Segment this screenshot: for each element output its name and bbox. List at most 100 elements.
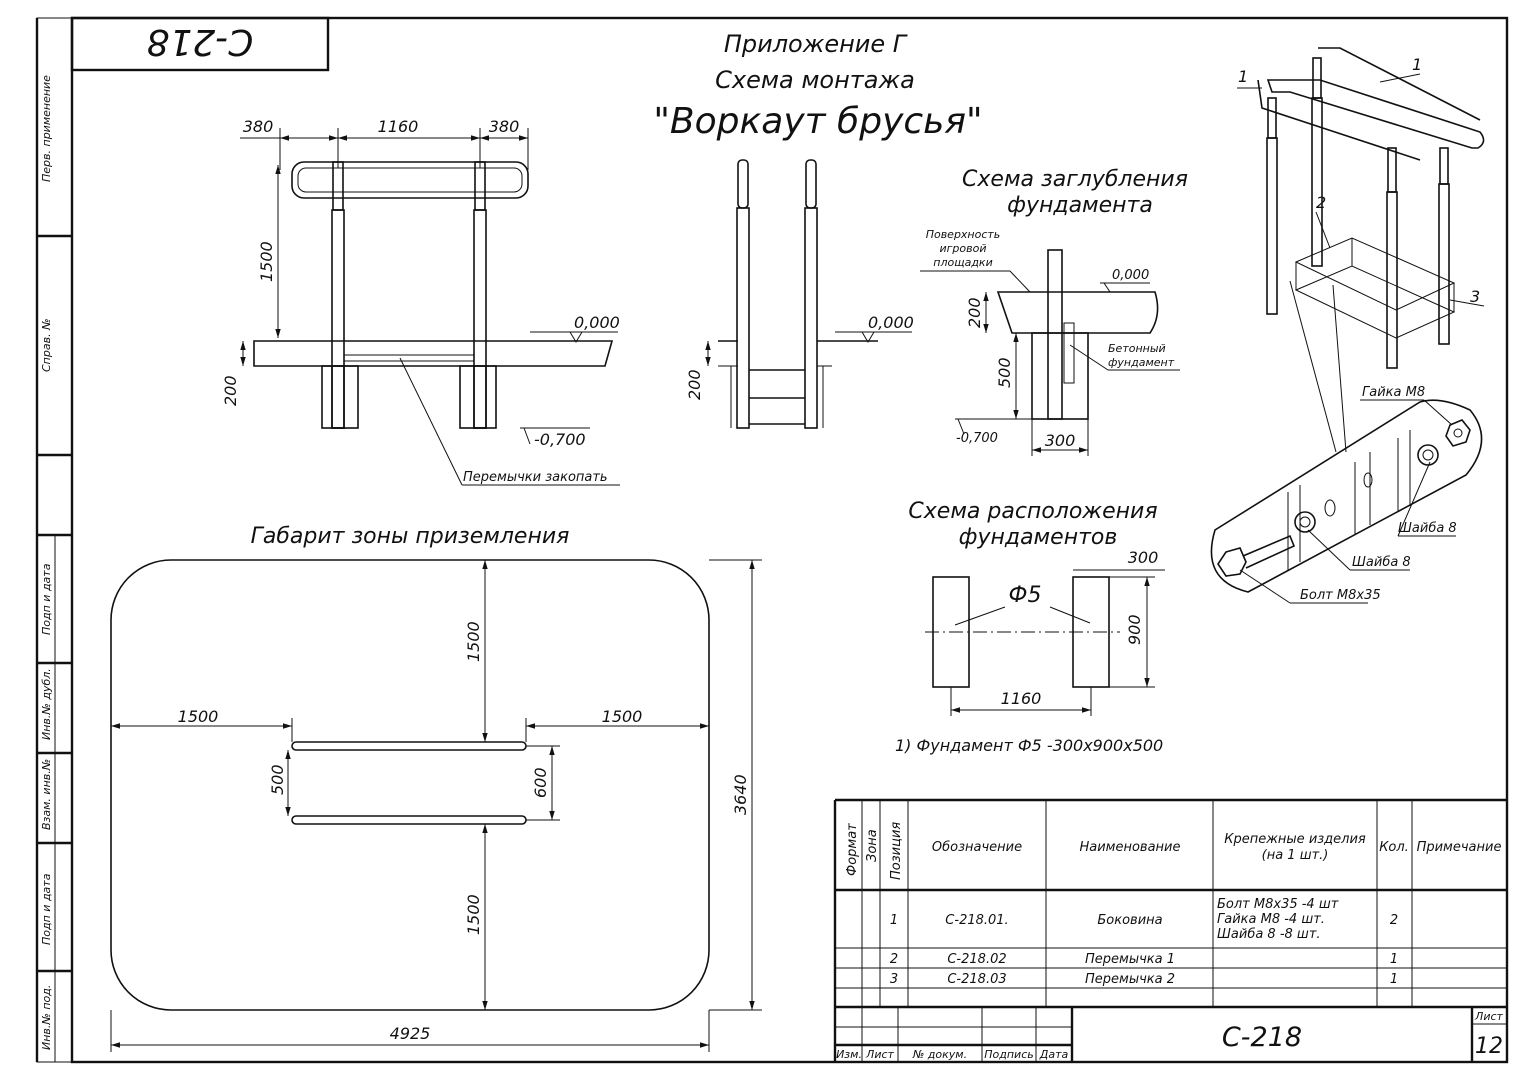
lz-dim-1500-right: 1500 [602,707,643,726]
lz-dim-1500-top: 1500 [464,621,483,662]
depth-scheme: Схема заглубления фундамента Поверхность… [920,167,1188,456]
row2-designation: С-218.02 [947,952,1006,967]
tb-label-date: Дата [1039,1048,1069,1061]
table-row: 1 С-218.01. Боковина Болт М8х35 -4 шт Га… [890,897,1398,942]
col-note: Примечание [1417,840,1502,855]
row2-pos: 2 [890,952,898,967]
table-row: 3 С-218.03 Перемычка 2 1 [890,972,1398,987]
bar-bottom [291,815,527,825]
label-washer-lower: Шайба 8 [1352,555,1411,570]
row1-qty: 2 [1390,913,1398,928]
side-label-replace-inv: Взам. инв.№ [40,759,53,830]
product-title: "Воркаут брусья" [653,101,982,142]
side-label-ref-no: Справ. № [40,318,53,372]
side-dim-200: 200 [685,369,704,400]
layout-title-2: фундаментов [959,525,1118,550]
row3-designation: С-218.03 [947,972,1006,987]
foundation-mark: Ф5 [1009,583,1042,608]
concrete-label-1: Бетонный [1108,342,1166,355]
tb-sheet-number: 12 [1475,1034,1503,1059]
surface-label-2: игровой [939,242,986,255]
tb-label-sheet: Лист [865,1048,894,1061]
tb-sheet-label: Лист [1474,1010,1503,1023]
table-row: 2 С-218.02 Перемычка 1 1 [890,952,1398,967]
lz-dim-1500-bottom: 1500 [464,894,483,935]
tb-label-signature: Подпись [984,1048,1033,1061]
col-name: Наименование [1079,840,1180,855]
col-format: Формат [845,823,860,876]
row1-name: Боковина [1097,913,1162,928]
layout-dim-900: 900 [1125,614,1144,645]
col-zone: Зона [865,829,880,862]
foundation-note: 1) Фундамент Ф5 -300х900х500 [895,736,1163,755]
surface-label-3: площадки [933,256,992,269]
col-position: Позиция [889,822,904,880]
scheme-title: Схема монтажа [715,66,915,94]
label-nut-m8: Гайка М8 [1362,385,1425,400]
row2-name: Перемычка 1 [1085,952,1175,967]
dim-380-right: 380 [489,117,520,136]
row3-name: Перемычка 2 [1085,972,1175,987]
dim-1160: 1160 [378,117,419,136]
landing-outline [110,559,710,1011]
row1-designation: С-218.01. [945,913,1008,928]
spec-table: Формат Зона Позиция Обозначение Наименов… [833,798,1507,1062]
tb-label-docno: № докум. [912,1048,967,1061]
depth-level-top: 0,000 [1112,268,1149,283]
dim-200: 200 [221,375,240,406]
side-label-sign-date-2: Подп и дата [40,873,53,945]
layout-title-1: Схема расположения [908,499,1157,524]
side-level-top: 0,000 [868,313,914,332]
side-label-orig-inv: Инв.№ под. [40,985,53,1050]
title-block: Изм. Лист № докум. Подпись Дата С-218 Ли… [835,1005,1507,1062]
depth-level-bottom: -0,700 [956,431,998,446]
depth-dim-500: 500 [995,357,1014,388]
lz-dim-500: 500 [268,764,287,795]
row3-qty: 1 [1390,972,1398,987]
label-washer-upper: Шайба 8 [1398,521,1457,536]
level-bottom: -0,700 [534,430,586,449]
row1-fastener-2: Гайка М8 -4 шт. [1217,912,1325,927]
row3-pos: 3 [890,972,898,987]
lz-dim-600: 600 [531,767,550,798]
side-label-sign-date-1: Подп и дата [40,563,53,635]
lz-dim-1500-left: 1500 [178,707,219,726]
col-designation: Обозначение [932,840,1022,855]
label-bolt-m8x35: Болт М8х35 [1300,588,1381,603]
tb-label-change: Изм. [836,1048,862,1061]
col-fasteners-sub: (на 1 шт.) [1262,848,1329,863]
row2-qty: 1 [1390,952,1398,967]
landing-title: Габарит зоны приземления [251,524,570,549]
stamp-box [70,16,330,72]
isometric-view: 1 1 2 3 [1237,47,1485,453]
iso-pos-1-left: 1 [1238,67,1248,86]
foundation-layout: Схема расположения фундаментов Ф5 300 90… [895,499,1165,755]
side-view: 200 0,000 [685,159,914,429]
row1-fastener-1: Болт М8х35 -4 шт [1217,897,1339,912]
col-qty: Кол. [1379,840,1409,855]
depth-title-2: фундамента [1007,193,1153,218]
row1-fastener-3: Шайба 8 -8 шт. [1217,927,1321,942]
level-top: 0,000 [574,313,620,332]
bar-top [291,741,527,751]
iso-pos-3: 3 [1470,287,1480,306]
row1-pos: 1 [890,913,898,928]
landing-zone: Габарит зоны приземления 1500 1500 1500 … [110,524,762,1052]
layout-dim-1160: 1160 [1001,689,1042,708]
dim-380-left: 380 [243,117,274,136]
lz-dim-3640: 3640 [731,774,750,815]
depth-dim-200: 200 [965,297,984,328]
col-fasteners: Крепежные изделия [1224,832,1366,847]
surface-label-1: Поверхность [926,228,1001,241]
concrete-label-2: фундамент [1108,356,1175,369]
hardware-detail: Гайка М8 Шайба 8 Шайба 8 Болт М8х35 [1210,385,1483,604]
lz-dim-4925: 4925 [390,1024,431,1043]
tb-drawing-code: С-218 [1222,1022,1302,1053]
inner-frame [70,16,1509,1064]
stamp-code: С-218 [147,21,254,62]
iso-pos-1-right: 1 [1412,55,1422,74]
side-strip: Перв. применение Справ. № Подп и дата Ин… [37,75,72,1062]
depth-title-1: Схема заглубления [962,167,1188,192]
